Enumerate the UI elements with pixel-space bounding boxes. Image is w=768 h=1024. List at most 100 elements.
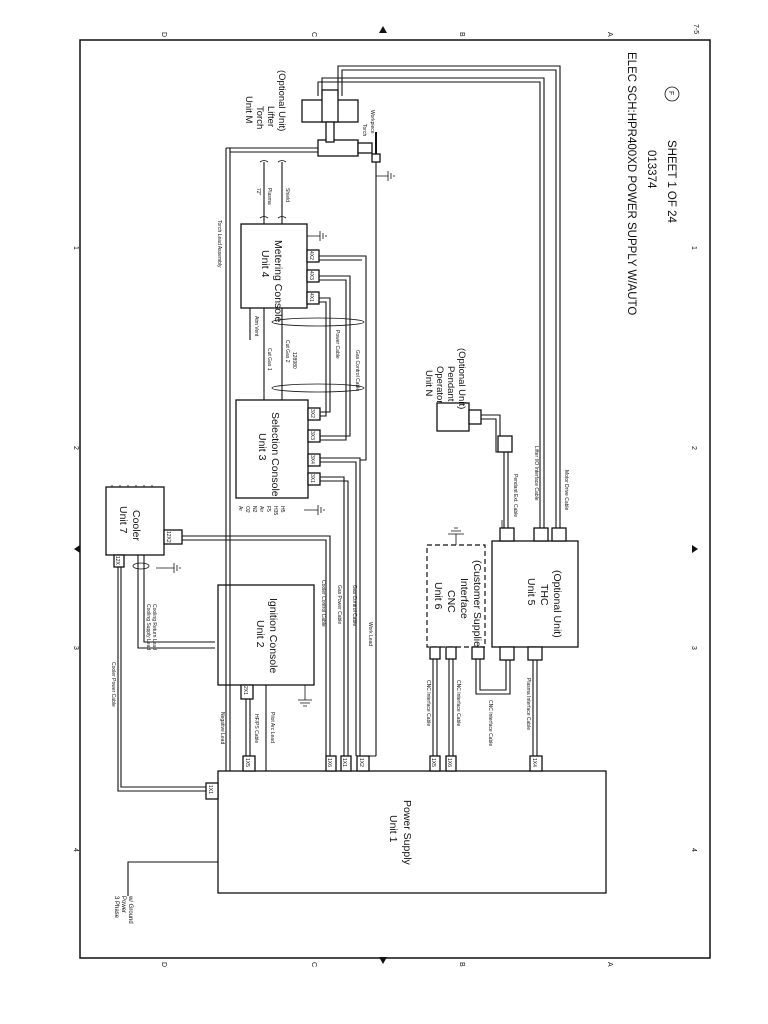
unit1-title: Power Supply — [401, 800, 413, 866]
conn-1x4 — [529, 755, 543, 772]
unit7-title: Cooler — [130, 510, 142, 541]
unit1-name: Unit 1 — [387, 815, 399, 843]
zone-letter-a-bottom: A — [606, 962, 613, 967]
conn-3x4 — [307, 453, 321, 467]
zone-letter-b-top: B — [458, 32, 465, 37]
unit2-ground — [298, 685, 312, 707]
motor-drive-cable — [337, 65, 561, 528]
drawing-title: ELEC SCH:HPR400XD POWER SUPPLY W/AUTO — [625, 52, 637, 315]
cut-gas-1-label: Cut Gas 1 — [266, 348, 272, 371]
cnc-interface-label-2: CNC Interface Cable — [455, 680, 461, 726]
gas-control-u4-u3 — [319, 275, 351, 437]
conn-1x6 — [325, 755, 337, 772]
workpiece-ground — [376, 171, 395, 181]
work-lead — [364, 160, 377, 757]
gas-inlet-air: Air — [258, 506, 264, 512]
power-cable-u4-u3 — [319, 297, 331, 413]
torch-label: Torch — [361, 124, 367, 136]
plasma-interface-cable — [532, 660, 538, 756]
cnc-interface-cable-2 — [448, 659, 454, 756]
conn-12x-label: 12X — [114, 556, 120, 566]
three-phase-label-1: 3 Phase — [113, 896, 119, 919]
three-phase-label-2: Power — [120, 896, 126, 913]
plasma-label: Plasma — [266, 188, 272, 205]
gas-inlet-h35: H35 — [272, 506, 278, 515]
torch-nozzle — [357, 142, 373, 154]
workpiece-clamp — [371, 153, 381, 163]
zone-letter-d-bottom: D — [160, 962, 167, 967]
zone-letter-c-top: C — [310, 32, 317, 37]
unit1-box — [217, 770, 607, 894]
gas-power-cable-b — [320, 480, 349, 756]
unitm-sub: (Optional Unit) — [276, 70, 287, 131]
lifter-io-cable-b — [317, 81, 541, 528]
conn-1x6b — [445, 755, 457, 772]
conn-3x2-label: 3X2 — [309, 409, 315, 418]
unit5-conn-plasma — [527, 646, 543, 661]
unit5-conn-pendant — [499, 527, 515, 542]
unitn-title: Operator — [434, 366, 445, 404]
unitm-name: Unit M — [243, 96, 254, 124]
gas-inlet-n2: N2 — [251, 506, 257, 513]
conn-12x2-label: 12X2 — [165, 531, 171, 543]
unit6-ground — [448, 527, 464, 545]
unit5-sub: (Optional Unit) — [551, 570, 563, 638]
unit7-name: Unit 7 — [117, 506, 129, 534]
revision-letter: F — [667, 91, 674, 95]
unit5-name: Unit 5 — [525, 578, 537, 606]
unit4-ground — [307, 231, 327, 241]
power-cable-label: Power Cable — [334, 330, 340, 359]
cooling-leads-bundle — [132, 562, 150, 570]
unit4-link — [319, 255, 367, 461]
unit3-ground — [304, 505, 325, 515]
conn-1x1-label: 1X1 — [207, 785, 213, 794]
lifter-io-label: Lifter I/O Interface Cable — [533, 446, 539, 501]
unit6-title2: Interface — [458, 578, 470, 619]
unit3-name: Unit 3 — [256, 433, 268, 461]
seventy-two-label: 72" — [255, 188, 261, 196]
part-number-label: 128980 — [291, 352, 297, 369]
unitn-title2: Pendant — [445, 366, 456, 402]
corner-label: 7-5 — [692, 24, 699, 34]
motor-drive-label: Motor Drive Cable — [563, 470, 569, 511]
conn-12x2 — [163, 529, 183, 545]
unit6-name: Unit 6 — [432, 582, 444, 610]
center-mark-bottom — [379, 957, 387, 964]
cooling-supply-lead — [137, 555, 215, 649]
gas-inlet-h5: H5 — [279, 506, 285, 513]
cut-gas-2-label: Cut Gas 2 — [284, 340, 290, 363]
conn-1x1-gas — [340, 755, 352, 772]
zone-number-3-left: 3 — [72, 646, 79, 650]
conn-1x2 — [356, 755, 370, 772]
torch-lead-label: Torch Lead Assembly — [216, 220, 222, 268]
zone-number-1-right: 1 — [690, 246, 697, 250]
cooler-power-cable-label: Cooler Power Cable — [110, 662, 116, 707]
conn-1x4-label: 1X4 — [531, 758, 537, 767]
zone-letter-a-top: A — [606, 32, 613, 37]
atm-vent-label: Atm Vent — [253, 316, 259, 337]
unitn-plug — [468, 409, 482, 425]
unit5-conn-motor — [551, 527, 567, 542]
conn-2x1 — [240, 684, 254, 700]
three-phase-lead — [127, 861, 218, 896]
gas-control-u4-u3-b — [319, 279, 347, 441]
torch-mount — [325, 121, 335, 143]
lifter-io-cable — [321, 77, 545, 528]
unit4-title: Metering Console — [272, 240, 284, 322]
conn-3x1 — [307, 472, 321, 486]
zone-number-1-left: 1 — [72, 246, 79, 250]
cnc-interface-cable-1 — [432, 659, 438, 756]
cooler-control-cable — [182, 535, 331, 756]
conn-4x3-label: 4X3 — [308, 271, 314, 280]
unit3-box — [235, 399, 309, 499]
cnc-interface-label-3: CNC Interface Cable — [487, 700, 493, 746]
zone-number-2-left: 2 — [72, 446, 79, 450]
gas-power-cable — [320, 476, 345, 756]
conn-1x5 — [429, 755, 441, 772]
gas-control-cable-u4-label: Gas Control Cable — [354, 350, 360, 391]
cooler-ground — [156, 563, 181, 573]
shield-label: Shield — [284, 188, 290, 202]
conn-2x1-label: 2X1 — [242, 686, 248, 695]
conn-1x6-label: 1X6 — [326, 758, 332, 767]
conn-1x1-gas-label: 1X1 — [341, 758, 347, 767]
